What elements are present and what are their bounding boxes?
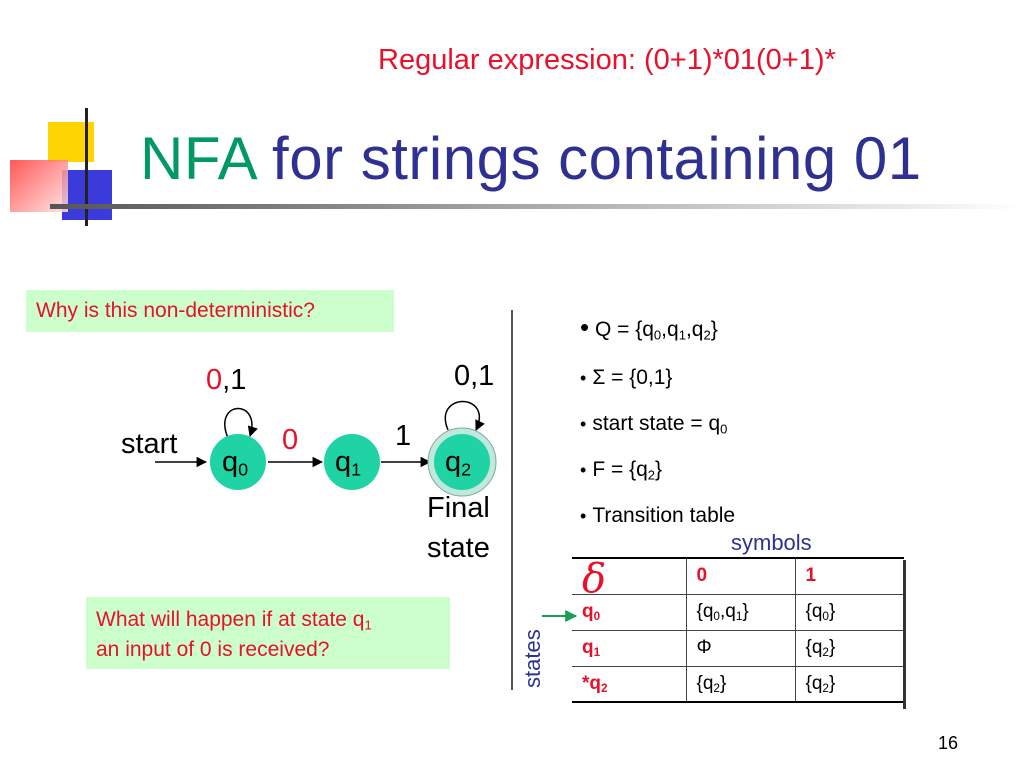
- col-1-header: 1: [794, 557, 904, 594]
- bullet-transition: •Transition table: [580, 504, 736, 527]
- regex-caption: Regular expression: (0+1)*01(0+1)*: [378, 44, 836, 76]
- table-row: q0 {q0,q1} {q0}: [572, 593, 904, 630]
- state-label-q0: q0: [222, 446, 249, 480]
- final-label-1: Final: [427, 492, 490, 524]
- title-decoration: [10, 108, 1024, 226]
- symbols-label: symbols: [731, 530, 812, 555]
- states-label: states: [520, 629, 545, 688]
- delta-cell: [572, 557, 686, 594]
- cell-q0-0: {q0,q1}: [685, 593, 795, 630]
- edge-q1-q2-label: 1: [395, 420, 412, 452]
- edge-q0-q1-label: 0: [282, 424, 299, 456]
- slide-title: NFA for strings containing 01: [140, 124, 922, 193]
- loop-q2: [444, 400, 485, 431]
- cell-q1-1: {q2}: [794, 629, 904, 666]
- loop-q0: [224, 407, 258, 439]
- bullet-start: •start state = q0: [580, 412, 728, 437]
- state-q1: [324, 434, 380, 490]
- why-callout: Why is this non-deterministic?: [26, 290, 394, 332]
- title-nfa: NFA: [140, 125, 255, 192]
- state-label-q2: q2: [445, 446, 472, 480]
- table-row: *q2 {q2} {q2}: [572, 665, 904, 703]
- state-q0: [210, 434, 266, 490]
- start-label: start: [121, 428, 178, 460]
- nfa-diagram: [155, 400, 497, 497]
- title-rest: for strings containing 01: [254, 125, 922, 192]
- loop-q0-label: 0,1: [206, 364, 247, 396]
- delta-symbol: δ: [582, 556, 607, 602]
- table-header-row: 0 1: [572, 557, 904, 594]
- cell-q1-0: Φ: [685, 629, 795, 666]
- what-sub: 1: [364, 617, 372, 633]
- bullet-Q: • Q = {q0,q1,q2}: [580, 312, 718, 343]
- row-state-q0: q0: [572, 593, 686, 630]
- vertical-divider: [511, 310, 513, 690]
- final-label-2: state: [427, 532, 490, 564]
- cell-q0-1: {q0}: [794, 593, 904, 630]
- col-0-header: 0: [685, 557, 795, 594]
- table-shadow: [903, 560, 906, 709]
- row-state-q2: *q2: [572, 665, 686, 703]
- transition-table: 0 1 q0 {q0,q1} {q0} q1 Φ {q2} *q2 {q2} {…: [572, 557, 904, 703]
- cell-q2-0: {q2}: [685, 665, 795, 703]
- what-line2: an input of 0 is received?: [96, 638, 330, 661]
- state-q2: [434, 434, 490, 490]
- loop-q2-label: 0,1: [454, 360, 495, 392]
- page-number: 16: [938, 733, 959, 753]
- state-label-q1: q1: [335, 446, 362, 480]
- bullet-final: •F = {q2}: [580, 458, 663, 483]
- what-line1: What will happen if at state q: [96, 608, 365, 631]
- row-state-q1: q1: [572, 629, 686, 666]
- cell-q2-1: {q2}: [794, 665, 904, 703]
- table-row: q1 Φ {q2}: [572, 629, 904, 666]
- states-arrow: [542, 610, 578, 622]
- what-callout: What will happen if at state q1 an input…: [86, 597, 450, 669]
- bullet-sigma: •Σ = {0,1}: [580, 366, 673, 389]
